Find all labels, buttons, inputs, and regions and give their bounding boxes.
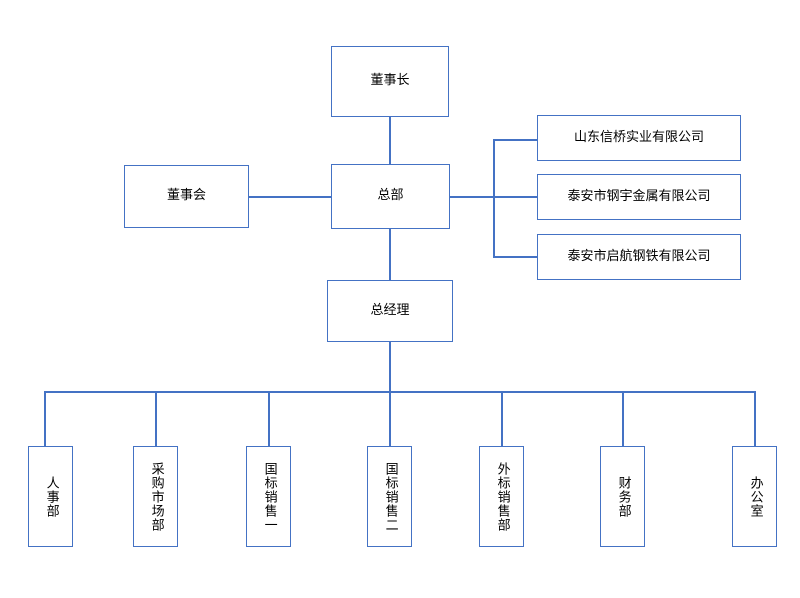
node-department-3[interactable]: 国标销售一 [246, 446, 291, 547]
connector-headquarters-subsidiary-stem [450, 196, 494, 198]
node-department-7[interactable]: 办公室 [732, 446, 777, 547]
node-department-7-label: 办公室 [747, 475, 763, 518]
connector-chairman-headquarters [389, 117, 391, 164]
connector-department-drop-5 [501, 391, 503, 446]
node-subsidiary-2[interactable]: 泰安市钢宇金属有限公司 [537, 174, 741, 220]
node-department-5[interactable]: 外标销售部 [479, 446, 524, 547]
connector-department-drop-6 [622, 391, 624, 446]
connector-generalmanager-stem [389, 342, 391, 392]
node-department-4-label: 国标销售二 [382, 461, 398, 532]
connector-department-drop-2 [155, 391, 157, 446]
node-department-4[interactable]: 国标销售二 [367, 446, 412, 547]
node-department-2-label: 采购市场部 [148, 461, 164, 532]
node-subsidiary-3-label: 泰安市启航钢铁有限公司 [567, 248, 711, 264]
node-headquarters-label: 总部 [377, 188, 404, 204]
connector-subsidiary-1 [493, 139, 537, 141]
node-chairman-label: 董事长 [370, 73, 410, 89]
node-headquarters[interactable]: 总部 [331, 164, 450, 229]
node-department-5-label: 外标销售部 [494, 461, 510, 532]
node-subsidiary-1[interactable]: 山东信桥实业有限公司 [537, 115, 741, 161]
node-department-6[interactable]: 财务部 [600, 446, 645, 547]
connector-department-drop-7 [754, 391, 756, 446]
node-department-1-label: 人事部 [43, 475, 59, 518]
connector-department-drop-4 [389, 391, 391, 446]
connector-department-drop-3 [268, 391, 270, 446]
node-board-label: 董事会 [166, 188, 206, 204]
connector-board-headquarters [249, 196, 332, 198]
node-department-6-label: 财务部 [615, 475, 631, 518]
node-general-manager-label: 总经理 [370, 302, 410, 318]
node-subsidiary-2-label: 泰安市钢宇金属有限公司 [567, 188, 711, 204]
connector-headquarters-generalmanager [389, 229, 391, 280]
node-department-3-label: 国标销售一 [261, 461, 277, 532]
connector-subsidiary-2 [493, 196, 537, 198]
node-subsidiary-3[interactable]: 泰安市启航钢铁有限公司 [537, 234, 741, 280]
node-chairman[interactable]: 董事长 [331, 46, 449, 117]
node-general-manager[interactable]: 总经理 [327, 280, 453, 342]
connector-department-drop-1 [44, 391, 46, 446]
connector-subsidiary-3 [493, 256, 537, 258]
node-department-1[interactable]: 人事部 [28, 446, 73, 547]
node-subsidiary-1-label: 山东信桥实业有限公司 [573, 129, 704, 145]
node-board[interactable]: 董事会 [124, 165, 249, 228]
node-department-2[interactable]: 采购市场部 [133, 446, 178, 547]
connector-department-bus [44, 391, 756, 393]
connector-subsidiary-bus [493, 139, 495, 257]
